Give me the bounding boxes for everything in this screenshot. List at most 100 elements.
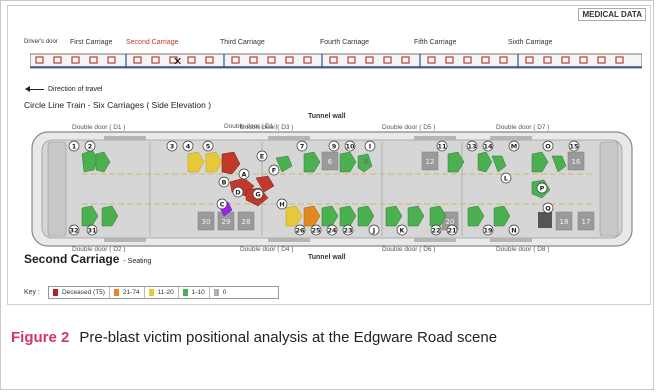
- victim-marker-11: 11: [437, 143, 447, 151]
- victim-marker-15: 15: [569, 143, 579, 151]
- key-swatch-21-74: [113, 289, 119, 296]
- victim-marker-l: L: [504, 175, 508, 183]
- victim-marker-3: 3: [170, 143, 175, 151]
- seating-title-sub: - Seating: [123, 258, 152, 265]
- victim-marker-14: 14: [483, 143, 493, 151]
- figure-caption: Figure 2 Pre-blast victim positional anal…: [11, 327, 647, 349]
- victim-marker-19: 19: [483, 227, 493, 235]
- victim-marker-9: 9: [332, 143, 337, 151]
- victim-marker-10: 10: [345, 143, 355, 151]
- key-swatch-0: [213, 289, 219, 296]
- seat-number-29: 29: [222, 218, 231, 226]
- tunnel-wall-bottom: Tunnel wall: [308, 254, 346, 261]
- door-label-d6: Double door ( D6 ): [382, 246, 436, 253]
- seat-number-8: 8: [364, 158, 368, 166]
- victim-marker-a: A: [241, 171, 246, 179]
- carriage-label-1: First Carriage: [70, 39, 113, 46]
- seat-number-18: 18: [560, 218, 569, 226]
- victim-marker-m: M: [511, 143, 517, 151]
- key-item-0: 0: [210, 287, 278, 298]
- key-item-label: 11-20: [157, 289, 174, 296]
- door-label-d2: Double door ( D2 ): [72, 246, 126, 253]
- victim-marker-13: 13: [467, 143, 476, 151]
- victim-marker-p: P: [540, 185, 545, 193]
- victim-marker-h: H: [279, 201, 284, 209]
- key-item-label: 21-74: [122, 289, 140, 296]
- victim-marker-1: 1: [72, 143, 77, 151]
- victim-marker-22: 22: [431, 227, 440, 235]
- carriage-plan-diagram: 1 2 3 4 5 7 9 10 I 11 13 14 M O 15 E F: [31, 131, 633, 247]
- svg-text:✕: ✕: [173, 55, 182, 68]
- victim-marker-i: I: [369, 143, 371, 151]
- victim-marker-25: 25: [311, 227, 321, 235]
- door-label-d8: Double door ( D8 ): [496, 246, 550, 253]
- drivers-door-label: Driver's door: [24, 39, 58, 45]
- victim-marker-31: 31: [87, 227, 97, 235]
- victim-marker-24: 24: [327, 227, 337, 235]
- key-label: Key :: [24, 289, 40, 296]
- seat-number-16: 16: [572, 158, 581, 166]
- victim-marker-n: N: [511, 227, 516, 235]
- door-label-d4: Double door ( D4 ): [240, 246, 294, 253]
- victim-marker-5: 5: [206, 143, 211, 151]
- seat-number-12: 12: [426, 158, 435, 166]
- seat-number-17: 17: [582, 218, 591, 226]
- victim-marker-2: 2: [88, 143, 93, 151]
- key-swatch-deceased: [52, 289, 58, 296]
- door-label-d1: Double door ( D1 ): [224, 123, 278, 130]
- door-label-d3: Double door ( D3 ): [240, 124, 294, 131]
- key-item-label: 1-10: [191, 289, 205, 296]
- tunnel-wall-top: Tunnel wall: [308, 113, 346, 120]
- door-label-d7: Double door ( D7 ): [496, 124, 550, 131]
- key-swatch-11-20: [148, 289, 154, 296]
- seat-number-6: 6: [328, 158, 333, 166]
- left-arrow-icon: [25, 86, 44, 92]
- colour-key: Key : Deceased (T5) 21-74 11-20 1-10 0: [24, 286, 279, 299]
- figure-image: MEDICAL DATA Driver's door First Carriag…: [7, 5, 651, 305]
- victim-marker-23: 23: [343, 227, 352, 235]
- seat-number-20: 20: [446, 218, 455, 226]
- figure-number: Figure 2: [11, 329, 70, 346]
- side-elevation-title: Circle Line Train - Six Carriages ( Side…: [24, 100, 212, 110]
- victim-marker-g: G: [255, 191, 260, 199]
- carriage-label-6: Sixth Carriage: [508, 39, 553, 46]
- seat-number-28: 28: [242, 218, 251, 226]
- seat-number-30: 30: [202, 218, 211, 226]
- key-box: Deceased (T5) 21-74 11-20 1-10 0: [47, 286, 279, 299]
- victim-marker-o: O: [545, 143, 551, 151]
- seating-title-main: Second Carriage: [24, 252, 120, 266]
- victim-marker-k: K: [399, 227, 405, 235]
- victim-marker-4: 4: [186, 143, 191, 151]
- medical-data-tag: MEDICAL DATA: [578, 8, 646, 21]
- victim-marker-b: B: [222, 179, 227, 187]
- door-label-d1: Double door ( D1 ): [72, 124, 126, 131]
- key-item-label: 0: [222, 289, 227, 296]
- carriage-label-5: Fifth Carriage: [414, 39, 457, 46]
- key-item-label: Deceased (T5): [61, 289, 105, 296]
- carriage-label-3: Third Carriage: [220, 39, 265, 46]
- victim-marker-7: 7: [300, 143, 305, 151]
- direction-label: Direction of travel: [48, 86, 103, 93]
- carriage-label-2: Second Carriage: [126, 39, 179, 46]
- door-label-d5: Double door ( D5 ): [382, 124, 436, 131]
- key-swatch-1-10: [182, 289, 188, 296]
- victim-marker-26: 26: [295, 227, 305, 235]
- key-item-21-74: 21-74: [110, 287, 145, 298]
- victim-marker-q: Q: [545, 205, 551, 213]
- carriage-label-4: Fourth Carriage: [320, 39, 370, 46]
- key-item-11-20: 11-20: [145, 287, 179, 298]
- victim-marker-f: F: [272, 167, 276, 175]
- victim-marker-32: 32: [69, 227, 78, 235]
- key-item-1-10: 1-10: [179, 287, 210, 298]
- key-item-deceased: Deceased (T5): [49, 287, 110, 298]
- train-side-strip: ✕: [30, 53, 642, 69]
- caption-text: Pre-blast victim positional analysis at …: [79, 329, 498, 346]
- victim-marker-21: 21: [447, 227, 457, 235]
- victim-marker-e: E: [260, 153, 264, 161]
- train-carriage-labels: Driver's door First Carriage Second Carr…: [8, 39, 650, 49]
- victim-marker-d: D: [235, 189, 241, 197]
- direction-of-travel: Direction of travel: [25, 86, 103, 93]
- seating-title: Second Carriage- Seating: [24, 252, 151, 266]
- victim-marker-j: J: [372, 227, 375, 235]
